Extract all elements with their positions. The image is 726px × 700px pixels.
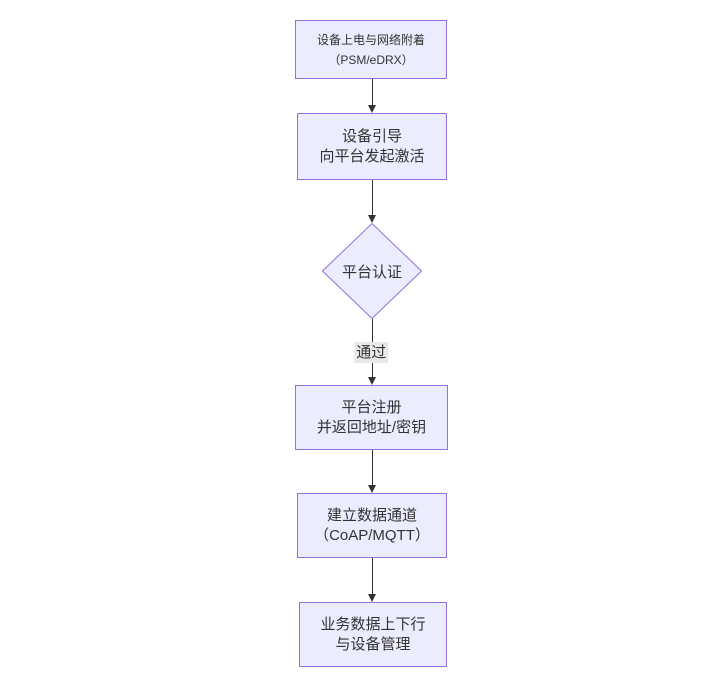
edge-register-to-channel xyxy=(368,450,376,493)
node-label-line: 平台认证 xyxy=(341,263,402,281)
node-platform-register: 平台注册 并返回地址/密钥 xyxy=(295,385,448,450)
node-label-line: 向平台发起激活 xyxy=(319,147,425,165)
edge-line xyxy=(371,79,373,105)
node-business-data: 业务数据上下行 与设备管理 xyxy=(299,602,447,667)
edge-channel-to-business xyxy=(368,558,376,602)
node-label-line: 业务数据上下行 xyxy=(320,615,426,633)
node-label-line: 平台注册 xyxy=(341,398,402,416)
node-label-line: 并返回地址/密钥 xyxy=(316,418,427,436)
node-label-line: 设备上电与网络附着 xyxy=(316,32,425,47)
node-label-line: 与设备管理 xyxy=(335,635,411,653)
edge-power-to-boot xyxy=(368,79,376,113)
node-label-line: 设备引导 xyxy=(341,127,402,145)
node-power-attach: 设备上电与网络附着 （PSM/eDRX） xyxy=(295,20,447,79)
arrowhead-icon xyxy=(368,105,376,113)
edge-line xyxy=(371,450,373,485)
arrowhead-icon xyxy=(368,377,376,385)
node-label-line: 建立数据通道 xyxy=(326,506,417,524)
node-label-line: （PSM/eDRX） xyxy=(328,52,414,67)
node-data-channel: 建立数据通道 （CoAP/MQTT） xyxy=(297,493,447,558)
edge-line xyxy=(371,558,373,594)
node-boot-activate: 设备引导 向平台发起激活 xyxy=(297,113,447,180)
edge-boot-to-auth xyxy=(368,180,376,223)
diamond-shape xyxy=(322,223,422,319)
edge-line xyxy=(371,180,373,215)
arrowhead-icon xyxy=(368,485,376,493)
arrowhead-icon xyxy=(368,594,376,602)
node-label-line: （CoAP/MQTT） xyxy=(314,526,430,544)
arrowhead-icon xyxy=(368,215,376,223)
node-platform-auth: 平台认证 xyxy=(322,223,422,319)
edge-label-pass: 通过 xyxy=(354,342,389,363)
edge-auth-to-register: 通过 xyxy=(354,319,389,385)
